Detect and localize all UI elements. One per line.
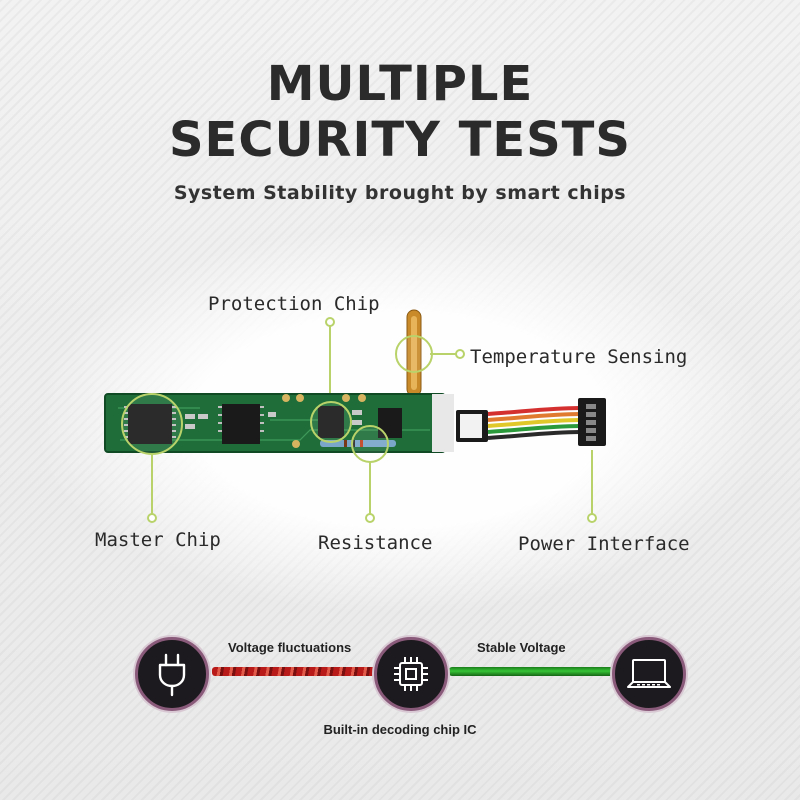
plug-icon <box>158 653 186 697</box>
laptop-icon <box>627 659 671 688</box>
secondary-chip <box>222 404 260 444</box>
callout-dot-res <box>365 513 375 523</box>
callout-dot-power <box>587 513 597 523</box>
laptop-node <box>612 637 686 711</box>
wire-stable <box>449 667 617 676</box>
callout-dot-master <box>147 513 157 523</box>
pcb-edge-connector <box>432 394 454 452</box>
master-chip <box>128 404 172 444</box>
chip-node <box>374 637 448 711</box>
label-stable-voltage: Stable Voltage <box>477 640 566 655</box>
page-title-line2: SECURITY TESTS <box>168 112 631 168</box>
label-protection-chip: Protection Chip <box>208 293 380 315</box>
plug-node <box>135 637 209 711</box>
protection-chip <box>318 406 344 438</box>
wire-fluctuating <box>212 667 378 676</box>
label-power-interface: Power Interface <box>518 533 690 555</box>
resistance-highlight <box>351 425 389 463</box>
label-master-chip: Master Chip <box>95 529 221 551</box>
callout-dot-temp <box>455 349 465 359</box>
label-decoding-chip: Built-in decoding chip IC <box>323 722 477 737</box>
resistor <box>320 440 396 447</box>
page-subtitle: System Stability brought by smart chips <box>173 182 627 204</box>
callout-dot-protection <box>325 317 335 327</box>
temp-highlight <box>395 335 433 373</box>
page-title-line1: MULTIPLE <box>266 56 534 112</box>
protection-chip-highlight <box>310 401 352 443</box>
master-chip-highlight <box>121 393 183 455</box>
chip-icon <box>394 657 428 691</box>
label-temperature-sensing: Temperature Sensing <box>470 346 688 368</box>
protection-chip-2 <box>378 408 402 438</box>
label-resistance: Resistance <box>318 532 433 554</box>
label-voltage-fluctuations: Voltage fluctuations <box>228 640 352 655</box>
